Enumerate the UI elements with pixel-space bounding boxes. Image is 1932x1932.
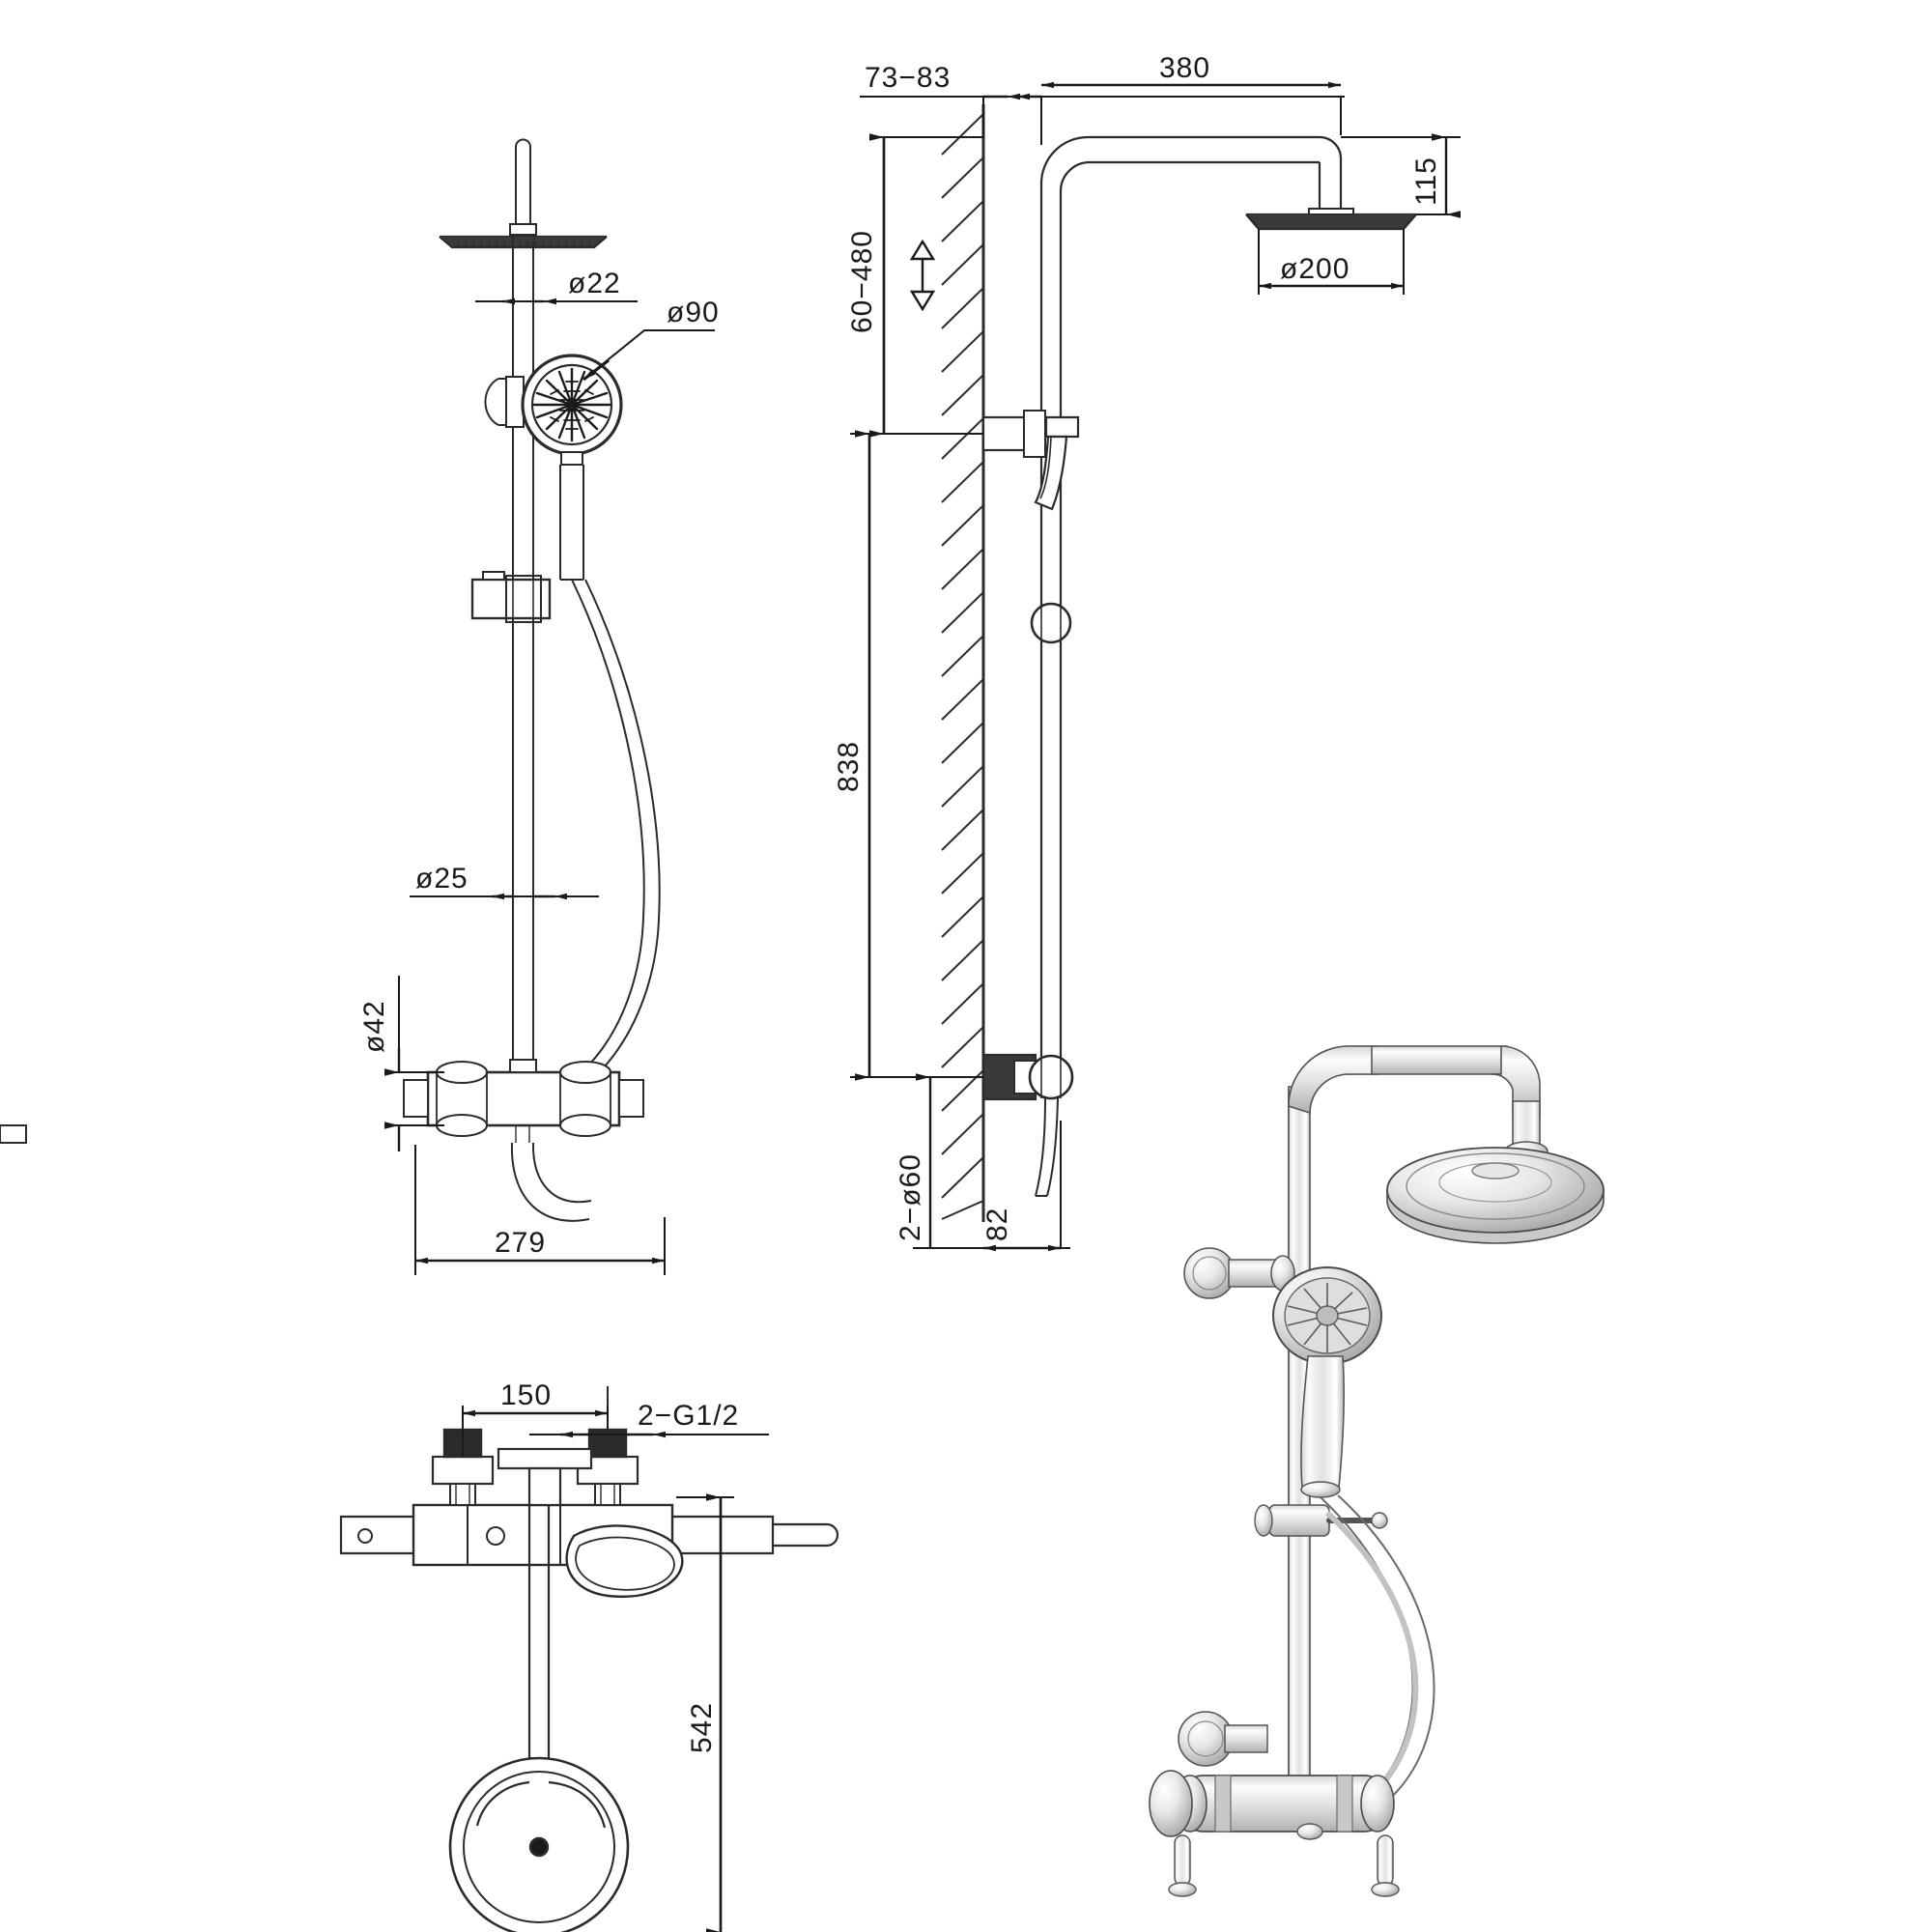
perspective-wall-bracket-upper	[1183, 1247, 1295, 1299]
thermostatic-mixer-valve	[0, 1059, 644, 1222]
dim-279: 279	[414, 1145, 666, 1275]
top-riser-tube	[509, 138, 537, 236]
dim-380: 380	[1041, 52, 1345, 135]
dim-label-542: 542	[686, 1702, 718, 1753]
dim-2d60: 2−ø60	[895, 1073, 983, 1249]
front-elevation-view	[0, 138, 661, 1222]
perspective-shower-head	[1386, 1147, 1605, 1244]
dim-label-d200: ø200	[1280, 253, 1350, 285]
dim-label-150: 150	[500, 1379, 552, 1411]
perspective-wall-bracket-lower	[1178, 1711, 1268, 1767]
dim-label-d25: ø25	[415, 863, 469, 895]
dim-label-60480: 60−480	[846, 230, 878, 333]
dim-82: 82	[981, 1121, 1070, 1252]
dim-label-838: 838	[833, 741, 865, 792]
perspective-riser	[1288, 1045, 1548, 1788]
dim-label-d42: ø42	[358, 1000, 390, 1053]
overhead-head-side	[1245, 208, 1417, 231]
dim-label-d22: ø22	[568, 268, 621, 299]
slider-ring-side	[1030, 602, 1072, 644]
wall-section	[941, 104, 985, 1222]
plan-view-dimensions: 150 2−G1/2 542	[462, 1379, 769, 1932]
dim-label-82: 82	[981, 1208, 1013, 1241]
dim-label-380: 380	[1159, 52, 1210, 84]
riser-and-arm	[1039, 135, 1320, 1096]
overhead-shower-head	[439, 235, 608, 249]
dim-d22: ø22	[475, 268, 638, 305]
dim-d200: ø200	[1258, 229, 1405, 295]
perspective-mixer-body	[1149, 1770, 1400, 1897]
perspective-3d-view	[1149, 1045, 1605, 1897]
perspective-handset	[1272, 1266, 1382, 1498]
dim-label-g12: 2−G1/2	[638, 1400, 739, 1432]
plan-hose-outlet	[565, 1524, 684, 1599]
dim-label-d90: ø90	[667, 297, 720, 328]
travel-arrow-icon	[909, 239, 936, 312]
handset-bracket	[484, 376, 525, 428]
handset-side	[1034, 415, 1080, 511]
spray-pattern	[532, 367, 611, 442]
dim-542: 542	[676, 1493, 734, 1932]
plan-center-stub	[497, 1447, 593, 1507]
dim-7383: 73−83	[860, 62, 1072, 145]
dim-label-7383: 73−83	[865, 62, 951, 94]
dim-label-279: 279	[495, 1227, 546, 1259]
dim-115: 115	[1341, 133, 1461, 218]
dim-g12: 2−G1/2	[529, 1400, 769, 1438]
dim-d25: ø25	[410, 863, 599, 900]
dim-d90: ø90	[582, 297, 720, 382]
side-view-dimensions: 73−83 380 115 ø200 60−480	[833, 52, 1461, 1252]
dim-label-2d60: 2−ø60	[895, 1153, 926, 1241]
handheld-shower-head	[521, 354, 623, 581]
front-view-dimensions: ø22 ø90 ø25 ø42 279	[358, 268, 720, 1275]
dim-150: 150	[462, 1379, 609, 1457]
valve-assembly-side	[981, 1053, 1074, 1197]
plan-hose-run	[448, 1505, 630, 1932]
handset-wall-bracket	[981, 410, 1046, 458]
dim-label-115: 115	[1410, 156, 1442, 206]
bottom-plan-view	[339, 1386, 839, 1932]
sliding-holder-block	[470, 571, 552, 623]
dim-d42: ø42	[358, 976, 444, 1151]
